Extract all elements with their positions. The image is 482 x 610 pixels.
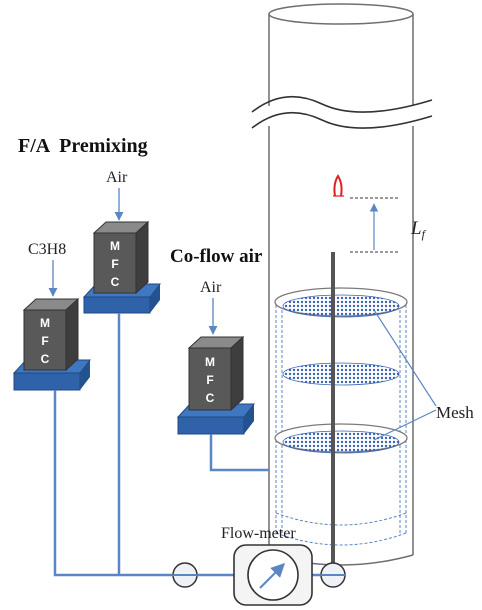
mfc-fuel xyxy=(12,297,92,391)
mfc-air-premix-letter-m: M xyxy=(110,239,120,253)
premix-title: F/A Premixing xyxy=(18,135,148,157)
mesh-pointer-bottom xyxy=(373,409,437,441)
mfc-fuel-letter-f: F xyxy=(41,334,48,348)
fuel-label: C3H8 xyxy=(28,241,66,258)
mesh-plate-middle xyxy=(282,362,400,386)
mesh-cage xyxy=(275,300,407,546)
tube-top-rim xyxy=(268,3,414,25)
mesh-plate-top xyxy=(274,287,408,318)
flame-length-dimension xyxy=(350,197,400,253)
valve-left xyxy=(172,562,198,588)
valve-right xyxy=(320,562,346,588)
piping xyxy=(53,313,320,577)
combustion-tube xyxy=(268,3,414,566)
flow-meter-label: Flow-meter xyxy=(221,525,296,542)
mfc-coflow-letter-f: F xyxy=(206,373,213,387)
flow-meter xyxy=(233,544,313,606)
mesh-label: Mesh xyxy=(436,403,474,422)
mfc-air-coflow xyxy=(176,335,256,435)
tube-break-marks xyxy=(251,95,433,129)
mfc-coflow-letter-m: M xyxy=(205,355,215,369)
mfc-air-premix xyxy=(82,220,162,314)
mfc-coflow-letter-c: C xyxy=(206,391,215,405)
flame-length-label: Lf xyxy=(410,218,427,241)
mfc-air-premix-letter-c: C xyxy=(111,275,120,289)
coflow-title: Co-flow air xyxy=(170,246,263,267)
flame xyxy=(333,174,343,197)
air-coflow-label: Air xyxy=(200,279,222,296)
mfc-fuel-letter-m: M xyxy=(40,316,50,330)
mfc-air-premix-letter-f: F xyxy=(111,257,118,271)
mfc-fuel-letter-c: C xyxy=(41,352,50,366)
air-premix-label: Air xyxy=(106,169,128,186)
mesh-pointer-top xyxy=(373,309,437,407)
mesh-plate-bottom xyxy=(274,423,408,454)
